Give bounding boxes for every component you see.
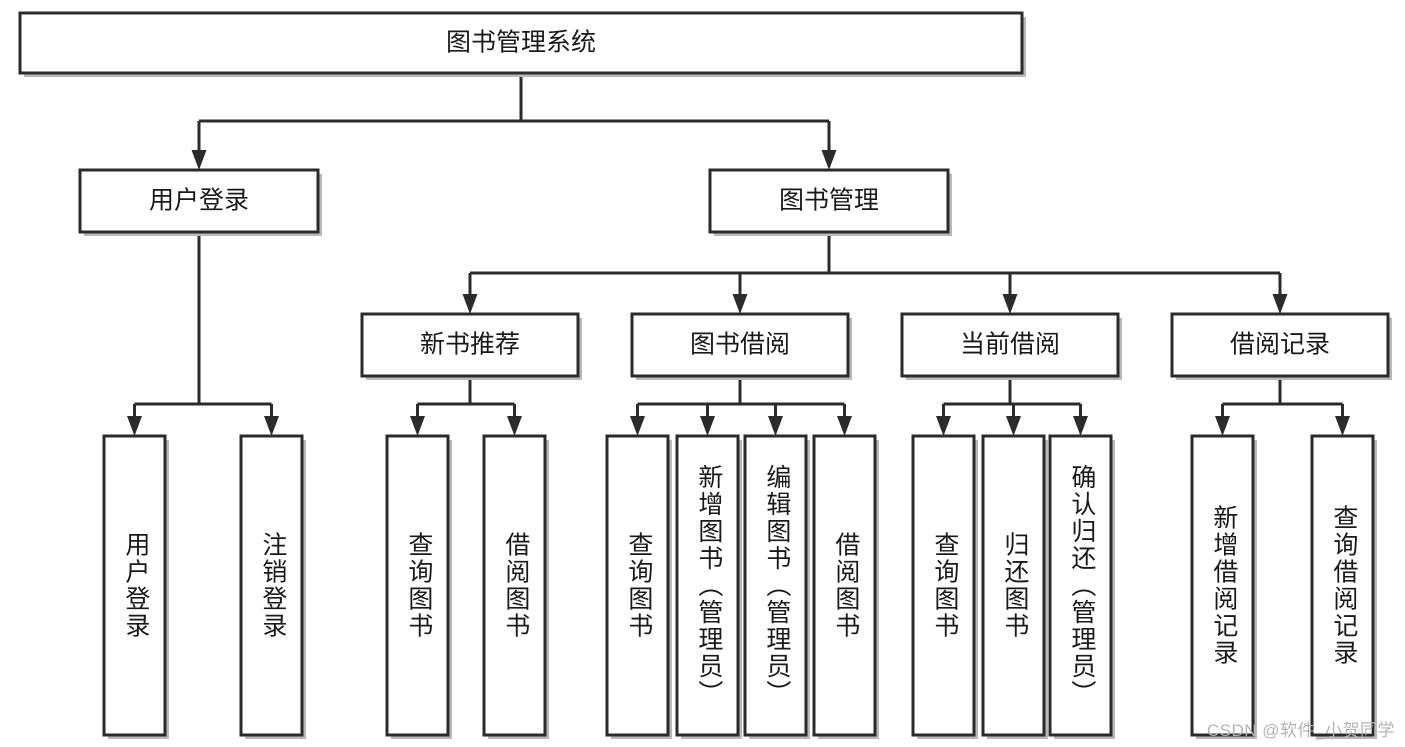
arrowhead-icon (1335, 416, 1350, 436)
node-box[interactable] (812, 434, 877, 737)
node-l-return[interactable]: 归还图书 (981, 434, 1048, 739)
node-box[interactable] (900, 312, 1120, 378)
arrowhead-icon (630, 416, 645, 436)
arrowhead-icon (462, 294, 478, 314)
arrowhead-icon (1006, 416, 1021, 436)
node-l-add-book[interactable]: 新增图书（管理员） (675, 434, 742, 739)
arrowhead-icon (410, 416, 425, 436)
arrowhead-icon (1073, 416, 1088, 436)
connector-user-login-to-leaves (127, 232, 279, 436)
node-root[interactable]: 图书管理系统 (18, 11, 1026, 77)
node-label: 查询借阅记录 (1330, 505, 1359, 667)
node-box[interactable] (1190, 434, 1255, 737)
arrowhead-icon (936, 416, 951, 436)
node-label: 图书管理 (779, 187, 879, 215)
arrowhead-icon (127, 416, 142, 436)
node-box[interactable] (18, 11, 1024, 75)
node-l-confirm[interactable]: 确认归还（管理员） (1048, 434, 1115, 739)
node-n-user-login[interactable]: 用户登录 (78, 168, 322, 236)
node-label: 当前借阅 (960, 331, 1060, 359)
connector-root-to-level2 (191, 73, 837, 170)
node-box[interactable] (1170, 312, 1390, 378)
node-box[interactable] (675, 434, 740, 737)
node-box[interactable] (911, 434, 976, 737)
arrowhead-icon (700, 416, 715, 436)
node-label: 新书推荐 (420, 331, 520, 359)
node-label: 新增借阅记录 (1210, 505, 1239, 667)
connector-new-rec-to-leaves (410, 376, 522, 436)
node-layer: 图书管理系统用户登录图书管理新书推荐图书借阅当前借阅借阅记录用户登录注销登录查询… (18, 11, 1392, 739)
node-label: 查询图书 (931, 532, 960, 640)
node-box[interactable] (385, 434, 450, 737)
connector-record-to-leaves (1215, 376, 1350, 436)
node-label: 用户登录 (149, 187, 249, 215)
node-label: 编辑图书（管理员） (763, 464, 792, 707)
node-box[interactable] (102, 434, 167, 737)
arrowhead-icon (507, 416, 522, 436)
node-l-q1[interactable]: 查询图书 (385, 434, 452, 739)
node-box[interactable] (78, 168, 320, 234)
arrowhead-icon (768, 416, 783, 436)
node-box[interactable] (360, 312, 580, 378)
node-l-b2[interactable]: 借阅图书 (812, 434, 879, 739)
node-label: 图书管理系统 (446, 29, 596, 57)
node-label: 借阅图书 (502, 532, 531, 640)
arrowhead-icon (1002, 294, 1018, 314)
node-label: 新增图书（管理员） (695, 464, 724, 707)
node-box[interactable] (605, 434, 670, 737)
node-l-q2[interactable]: 查询图书 (605, 434, 672, 739)
node-n-book-mgmt[interactable]: 图书管理 (708, 168, 952, 236)
node-l-b1[interactable]: 借阅图书 (482, 434, 549, 739)
node-n-borrow[interactable]: 图书借阅 (630, 312, 852, 380)
node-box[interactable] (239, 434, 304, 737)
node-box[interactable] (981, 434, 1046, 737)
connector-borrow-to-leaves (630, 376, 852, 436)
node-label: 查询图书 (625, 532, 654, 640)
node-l-edit-book[interactable]: 编辑图书（管理员） (743, 434, 810, 739)
connector-layer (127, 73, 1350, 436)
node-box[interactable] (708, 168, 950, 234)
node-box[interactable] (1310, 434, 1375, 737)
node-label: 查询图书 (405, 532, 434, 640)
node-label: 借阅图书 (832, 532, 861, 640)
node-n-record[interactable]: 借阅记录 (1170, 312, 1392, 380)
arrowhead-icon (264, 416, 279, 436)
arrowhead-icon (191, 150, 207, 170)
node-label: 借阅记录 (1230, 331, 1330, 359)
connector-book-mgmt-to-level3 (462, 232, 1288, 314)
arrowhead-icon (732, 294, 748, 314)
arrowhead-icon (837, 416, 852, 436)
node-l-user-login[interactable]: 用户登录 (102, 434, 169, 739)
arrowhead-icon (821, 150, 837, 170)
node-box[interactable] (482, 434, 547, 737)
node-box[interactable] (1048, 434, 1113, 737)
node-box[interactable] (743, 434, 808, 737)
node-label: 图书借阅 (690, 331, 790, 359)
arrowhead-icon (1272, 294, 1288, 314)
node-label: 确认归还（管理员） (1068, 464, 1097, 707)
node-n-new-rec[interactable]: 新书推荐 (360, 312, 582, 380)
node-label: 归还图书 (1001, 532, 1030, 640)
node-label: 用户登录 (122, 532, 151, 640)
node-l-logout[interactable]: 注销登录 (239, 434, 306, 739)
arrowhead-icon (1215, 416, 1230, 436)
node-label: 注销登录 (259, 532, 288, 640)
node-l-add-rec[interactable]: 新增借阅记录 (1190, 434, 1257, 739)
node-l-q3[interactable]: 查询图书 (911, 434, 978, 739)
connector-current-to-leaves (936, 376, 1088, 436)
node-box[interactable] (630, 312, 850, 378)
node-l-q-rec[interactable]: 查询借阅记录 (1310, 434, 1377, 739)
node-n-current[interactable]: 当前借阅 (900, 312, 1122, 380)
